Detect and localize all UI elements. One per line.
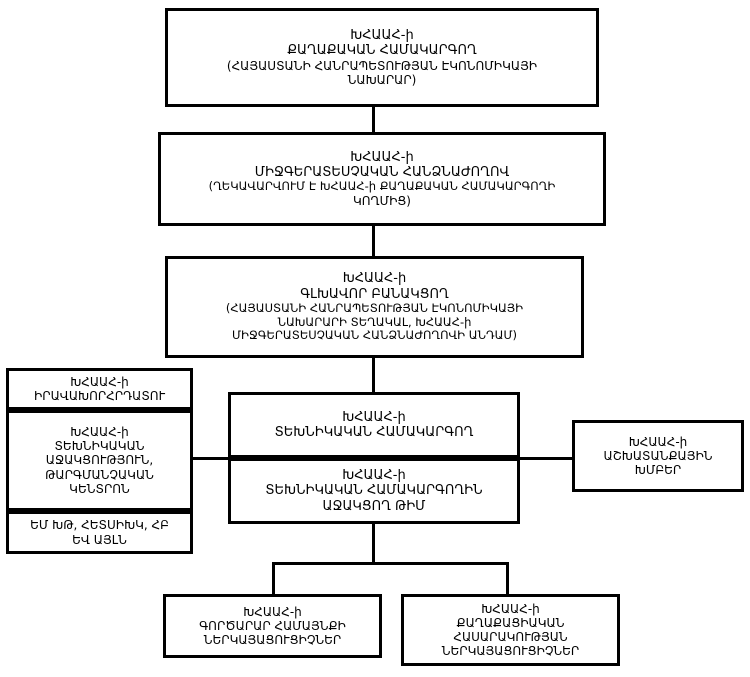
node-line: ԽՀԱԱՀ-ի — [342, 271, 407, 287]
node-line: ՆԵՐԿԱՅԱՑՈՒՑԻՉՆԵՐ — [441, 644, 580, 659]
node-line: ԽՀԱԱՀ-ի — [70, 425, 129, 440]
node-line: ԽՀԱԱՀ-ի — [342, 468, 406, 483]
node-line: ԱՋԱԿՑՈՂ ԹԻՄ — [322, 498, 426, 514]
connector-negotiator-to-technical — [372, 358, 375, 392]
node-technical-support-center[interactable]: ԽՀԱԱՀ-ի ՏԵԽՆԻԿԱԿԱՆ ԱՋԱԿՑՈՒԹՅՈՒՆ, ԹԱՐԳՄԱՆ… — [6, 410, 193, 511]
connector-interagency-to-negotiator — [372, 226, 375, 256]
node-line: ՀԱՍԱՐԱԿՈՒԹՅԱՆ — [453, 630, 568, 644]
node-line: ԻՐԱՎԱԽՈՐՀՐԴԱՏՈՒ — [33, 389, 166, 403]
node-technical-coordinator[interactable]: ԽՀԱԱՀ-ի ՏԵԽՆԻԿԱԿԱՆ ՀԱՄԱԿԱՐԳՈՂ — [228, 392, 520, 458]
node-line: ԿԵՆՏՐՈՆ — [69, 481, 130, 496]
node-line: ԽՀԱԱՀ-ի — [243, 604, 302, 619]
node-line: ԳԼԽԱՎՈՐ ԲԱՆԱԿՑՈՂ — [300, 286, 449, 302]
node-legal-advisor[interactable]: ԽՀԱԱՀ-ի ԻՐԱՎԱԽՈՐՀՐԴԱՏՈՒ — [6, 368, 193, 410]
node-line: ՄԻՋԳԵՐԱՏԵՍՉԱԿԱՆ ՀԱՆՁՆԱԺՈՂՈՎ — [254, 165, 510, 181]
node-line: (ՀԱՅԱՍՏԱՆԻ ՀԱՆՐԱՊԵՏՈՒԹՅԱՆ ԷԿՈՆՈՄԻԿԱՅԻ — [225, 300, 524, 315]
node-chief-negotiator[interactable]: ԽՀԱԱՀ-ի ԳԼԽԱՎՈՐ ԲԱՆԱԿՑՈՂ (ՀԱՅԱՍՏԱՆԻ ՀԱՆՐ… — [165, 256, 584, 358]
connector-branch-bar — [272, 562, 509, 565]
node-line: ՏԵԽՆԻԿԱԿԱՆ ՀԱՄԱԿԱՐԳՈՂ — [274, 425, 474, 440]
node-working-groups[interactable]: ԽՀԱԱՀ-ի ԱՇԽԱՏԱՆՔԱՅԻՆ ԽՄԲԵՐ — [572, 420, 744, 492]
node-business-community-representatives[interactable]: ԽՀԱԱՀ-ի ԳՈՐԾԱՐԱՐ ՀԱՄԱՅՆՔԻ ՆԵՐԿԱՅԱՑՈՒՑԻՉՆ… — [163, 594, 382, 658]
node-civil-society-representatives[interactable]: ԽՀԱԱՀ-ի ՔԱՂԱՔԱՑԻԱԿԱՆ ՀԱՍԱՐԱԿՈՒԹՅԱՆ ՆԵՐԿԱ… — [401, 594, 620, 666]
connector-center-to-working-groups — [520, 457, 572, 460]
node-political-coordinator[interactable]: ԽՀԱԱՀ-ի ՔԱՂԱՔԱԿԱՆ ՀԱՄԱԿԱՐԳՈՂ (ՀԱՅԱՍՏԱՆԻ … — [165, 8, 599, 107]
connector-branch-to-business — [272, 562, 275, 594]
node-technical-support-team[interactable]: ԽՀԱԱՀ-ի ՏԵԽՆԻԿԱԿԱՆ ՀԱՄԱԿԱՐԳՈՂԻՆ ԱՋԱԿՑՈՂ … — [228, 458, 520, 524]
node-line: ԳՈՐԾԱՐԱՐ ՀԱՄԱՅՆՔԻ — [199, 618, 346, 633]
node-line: (ՀԱՅԱՍՏԱՆԻ ՀԱՆՐԱՊԵՏՈՒԹՅԱՆ ԷԿՈՆՈՄԻԿԱՅԻ — [226, 58, 538, 73]
node-line: ՔԱՂԱՔԱԿԱՆ ՀԱՄԱԿԱՐԳՈՂ — [287, 43, 477, 59]
node-line: ԱՋԱԿՑՈՒԹՅՈՒՆ, — [45, 453, 154, 468]
node-line: ԹԱՐԳՄԱՆՉԱԿԱՆ — [45, 467, 154, 482]
node-line: ԱՇԽԱՏԱՆՔԱՅԻՆ — [603, 448, 713, 463]
node-line: ՆԱԽԱՐԱՐ) — [347, 72, 417, 87]
node-line: ԽՀԱԱՀ-ի — [350, 28, 414, 44]
node-line: ԵՎ ԱՅԼՆ — [72, 532, 127, 547]
node-line: ՏԵԽՆԻԿԱԿԱՆ ՀԱՄԱԿԱՐԳՈՂԻՆ — [265, 483, 483, 499]
node-line: ԿՈՂՄԻՑ) — [352, 194, 411, 209]
node-line: ՏԵԽՆԻԿԱԿԱՆ — [54, 439, 145, 454]
connector-political-to-interagency — [372, 107, 375, 132]
node-line: ԽՀԱԱՀ-ի — [350, 149, 414, 165]
node-interagency-commission[interactable]: ԽՀԱԱՀ-ի ՄԻՋԳԵՐԱՏԵՍՉԱԿԱՆ ՀԱՆՁՆԱԺՈՂՈՎ (ՂԵԿ… — [158, 132, 606, 226]
node-line: ԽՀԱԱՀ-ի — [628, 434, 688, 449]
connector-team-to-branch — [372, 524, 375, 562]
node-line: (ՂԵԿԱՎԱՐՎՈՒՄ Է ԽՀԱԱՀ-ի ՔԱՂԱՔԱԿԱՆ ՀԱՄԱԿԱՐ… — [208, 179, 556, 194]
node-line: ՄԻՋԳԵՐԱՏԵՍՉԱԿԱՆ ՀԱՆՁՆԱԺՈՂՈՎԻ ԱՆԴԱՄ) — [231, 328, 518, 343]
connector-branch-to-civil-society — [506, 562, 509, 594]
node-donors[interactable]: ԵՄ ԽԹ, ՀԵՏՍԻԽԿ, ՀԲ ԵՎ ԱՅԼՆ — [6, 511, 193, 554]
node-line: ԽՀԱԱՀ-ի — [481, 601, 540, 616]
node-line: ՔԱՂԱՔԱՑԻԱԿԱՆ — [456, 615, 565, 630]
node-line: ՆԵՐԿԱՅԱՑՈՒՑԻՉՆԵՐ — [203, 633, 342, 648]
node-line: ՆԱԽԱՐԱՐԻ ՏԵՂԱԿԱԼ, ԽՀԱԱՀ-ի — [277, 314, 472, 329]
node-line: ԽՀԱԱՀ-ի — [70, 374, 129, 389]
node-line: ԽՄԲԵՐ — [634, 463, 682, 478]
node-line: ԽՀԱԱՀ-ի — [342, 409, 406, 425]
node-line: ԵՄ ԽԹ, ՀԵՏՍԻԽԿ, ՀԲ — [30, 518, 169, 533]
connector-left-column-to-center — [186, 457, 232, 460]
